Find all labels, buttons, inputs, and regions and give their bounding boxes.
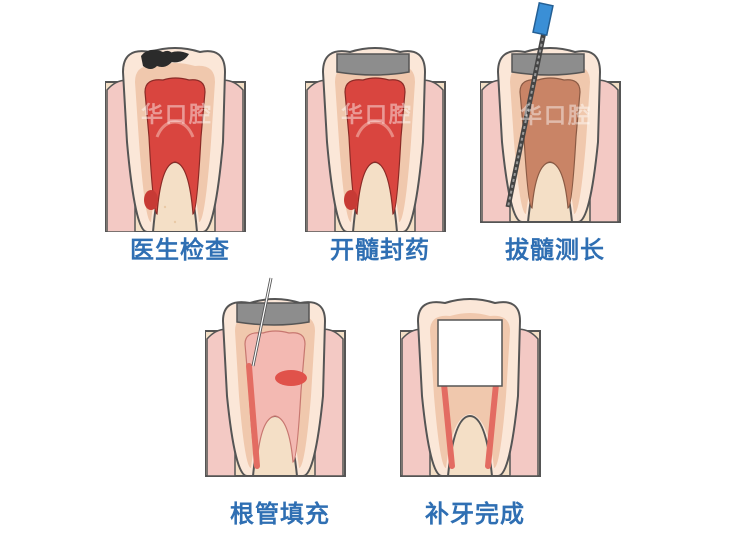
step-2-panel: 华口腔 开髓封药	[305, 42, 455, 282]
step-5-panel: 补牙完成	[400, 276, 550, 528]
step-label: 根管填充	[230, 500, 330, 528]
step-1-panel: 华口腔 医生检查	[105, 42, 255, 282]
step-label: 医生检查	[130, 236, 230, 264]
step-label: 补牙完成	[425, 500, 525, 528]
tooth-measure-length-illustration	[480, 2, 621, 223]
step-3-panel: 华口腔 拔髓测长	[480, 2, 630, 264]
tooth-open-pulp-illustration	[305, 47, 446, 232]
watermark: 华口腔	[341, 103, 414, 128]
step-4-panel: 根管填充	[205, 276, 355, 528]
tooth-exam-illustration	[105, 47, 246, 232]
watermark: 华口腔	[520, 104, 593, 129]
tooth-root-filling-illustration	[205, 277, 346, 477]
watermark: 华口腔	[141, 103, 214, 128]
tooth-restored-illustration	[400, 298, 541, 477]
step-label: 拔髓测长	[505, 236, 605, 264]
step-label: 开髓封药	[330, 236, 430, 264]
